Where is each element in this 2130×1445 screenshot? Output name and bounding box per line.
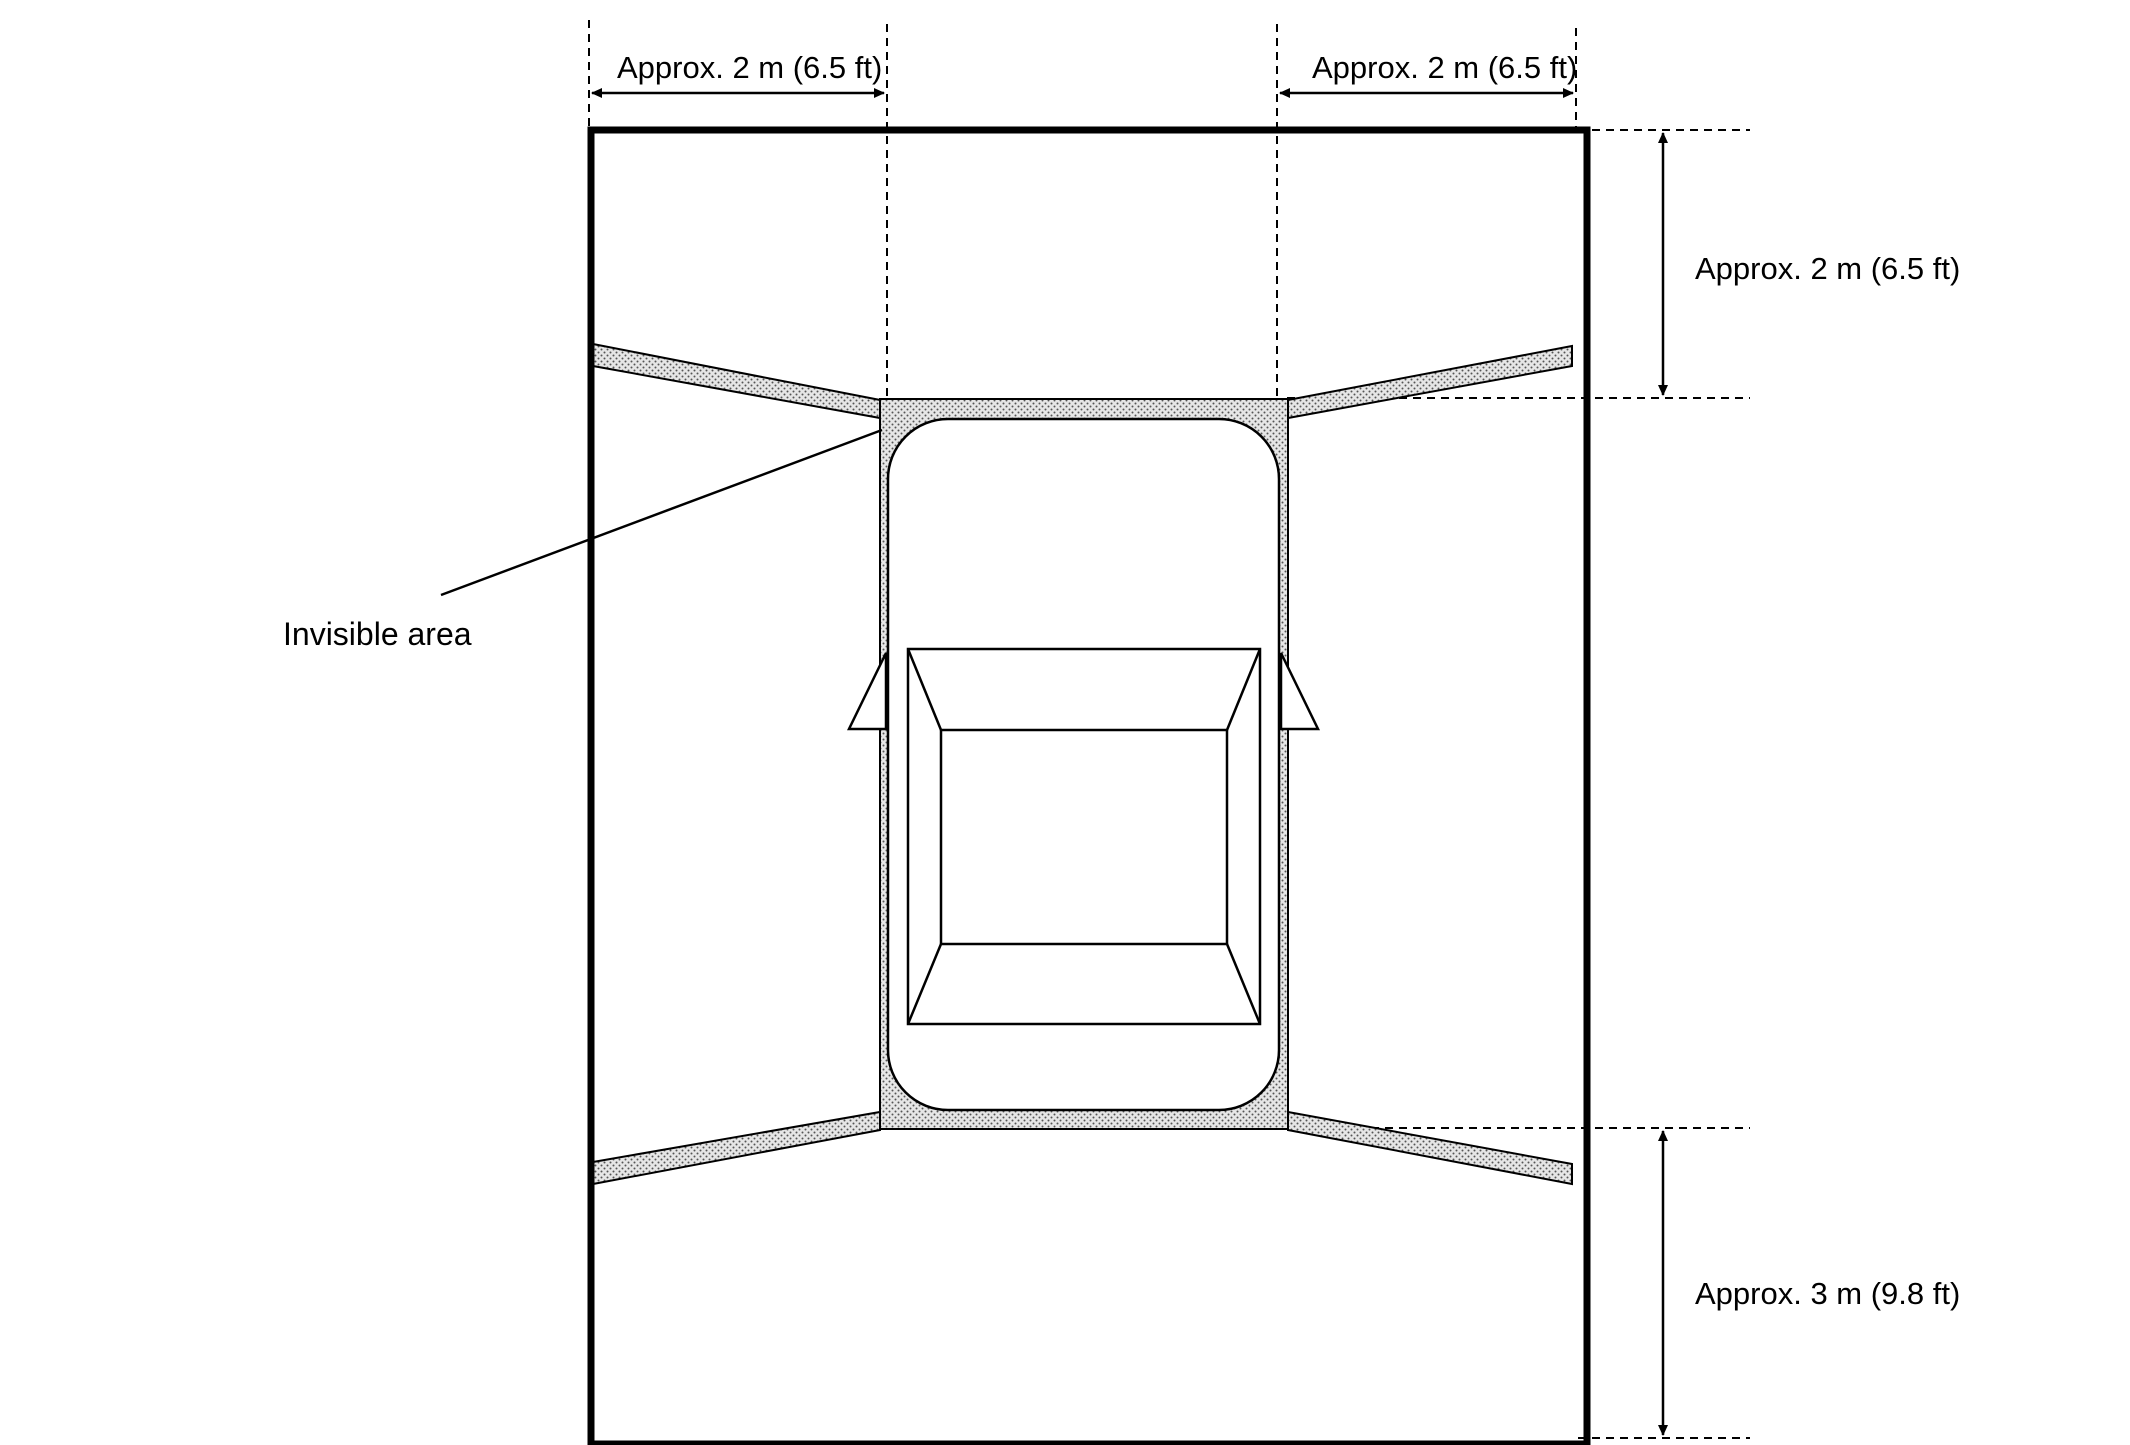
dimension-label-top-right: Approx. 2 m (6.5 ft) bbox=[1312, 50, 1577, 85]
cabin-edge-front-left bbox=[906, 648, 943, 731]
invisible-area-label: Invisible area bbox=[283, 616, 472, 652]
cabin-edge-rear-right bbox=[1225, 943, 1262, 1025]
invisible-area-leader-line bbox=[440, 428, 883, 597]
invisible-area-front-left bbox=[592, 342, 881, 420]
invisible-area-rear-left bbox=[592, 1110, 881, 1186]
mirror-left bbox=[847, 652, 888, 731]
dimension-label-top-left: Approx. 2 m (6.5 ft) bbox=[617, 50, 882, 85]
cabin-edge-rear-left bbox=[906, 943, 943, 1025]
dimension-label-right-rear: Approx. 3 m (9.8 ft) bbox=[1695, 1276, 1960, 1311]
invisible-area-rear-right bbox=[1287, 1110, 1573, 1186]
vehicle bbox=[847, 417, 1320, 1112]
mirror-right bbox=[1279, 652, 1320, 731]
cabin-edge-front-right bbox=[1225, 648, 1262, 731]
invisible-area-front-right bbox=[1287, 344, 1573, 420]
top-guide-lines bbox=[588, 20, 1577, 398]
dimension-label-right-front: Approx. 2 m (6.5 ft) bbox=[1695, 251, 1960, 286]
right-guide-lines bbox=[1287, 129, 1750, 1439]
cabin-roof bbox=[939, 728, 1229, 946]
coverage-boundary bbox=[587, 126, 1591, 1445]
